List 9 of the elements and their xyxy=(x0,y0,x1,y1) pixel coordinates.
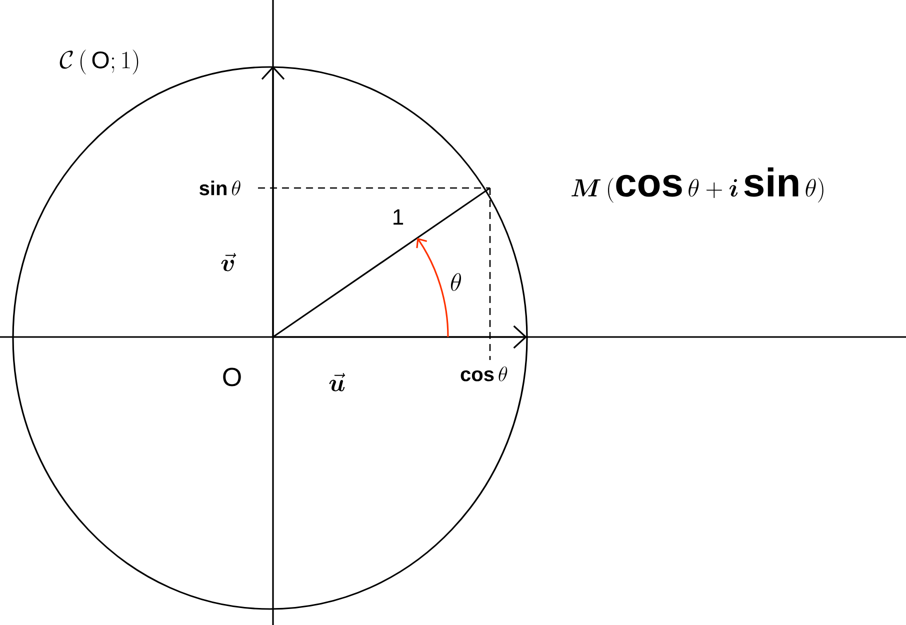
point-label: $\boldsymbol{M}\,(\mathbf{cos}\,\theta+\boldsymbol{i}\,\mathbf{sin}\,\theta)$ xyxy=(572,167,824,203)
radius-label: 1 xyxy=(394,209,404,225)
angle-label: $\theta$ xyxy=(450,273,462,291)
origin-label: O xyxy=(223,368,241,386)
circle-label: $\mathcal{C}\,(\,\mathrm{O};1)$ xyxy=(60,50,138,74)
vector-label: $\vec{\boldsymbol{v}}$ xyxy=(221,252,236,272)
axis-value: $\mathbf{cos}\,\theta$ xyxy=(460,366,508,382)
vector-label: $\vec{\boldsymbol{u}}$ xyxy=(329,372,346,392)
axis-value: $\mathbf{sin}\,\theta$ xyxy=(200,180,240,196)
